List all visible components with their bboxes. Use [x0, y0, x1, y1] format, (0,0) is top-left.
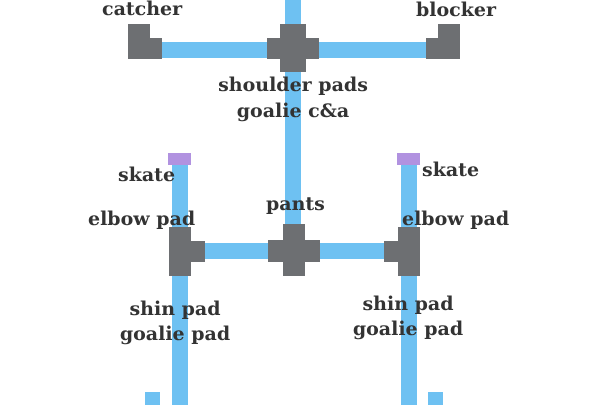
- catcher-label: catcher: [102, 0, 183, 20]
- shoulder-pads-label: shoulder pads: [218, 74, 368, 96]
- pants-cross-fitting: [268, 224, 320, 276]
- left-skate-label: skate: [118, 164, 176, 186]
- left-upper-leg-pipe: [172, 164, 188, 234]
- right-goalie-pad-label: goalie pad: [352, 318, 464, 340]
- left-lower-leg-pipe: [172, 268, 188, 405]
- right-shin-pad-label: shin pad: [362, 293, 454, 315]
- blocker-elbow-fitting: [426, 24, 460, 59]
- right-skate-cap: [397, 153, 420, 165]
- right-upper-leg-pipe: [401, 164, 417, 234]
- left-foot-pipe: [145, 392, 160, 405]
- goalie-ca-label: goalie c&a: [236, 100, 350, 122]
- left-skate-cap: [168, 153, 191, 165]
- left-goalie-pad-label: goalie pad: [119, 323, 231, 345]
- top-center-pipe: [285, 0, 301, 30]
- left-shin-pad-label: shin pad: [129, 298, 221, 320]
- left-elbow-pad-label: elbow pad: [88, 208, 196, 230]
- right-tee-fitting: [384, 227, 420, 276]
- right-lower-leg-pipe: [401, 268, 417, 405]
- left-tee-fitting: [169, 227, 205, 276]
- right-foot-pipe: [428, 392, 443, 405]
- pants-label: pants: [266, 193, 325, 215]
- blocker-label: blocker: [416, 0, 497, 21]
- right-elbow-pad-label: elbow pad: [402, 208, 510, 230]
- catcher-elbow-fitting: [128, 24, 162, 59]
- right-skate-label: skate: [422, 159, 480, 181]
- shoulder-cross-fitting: [267, 24, 319, 72]
- spine-pipe: [285, 66, 301, 236]
